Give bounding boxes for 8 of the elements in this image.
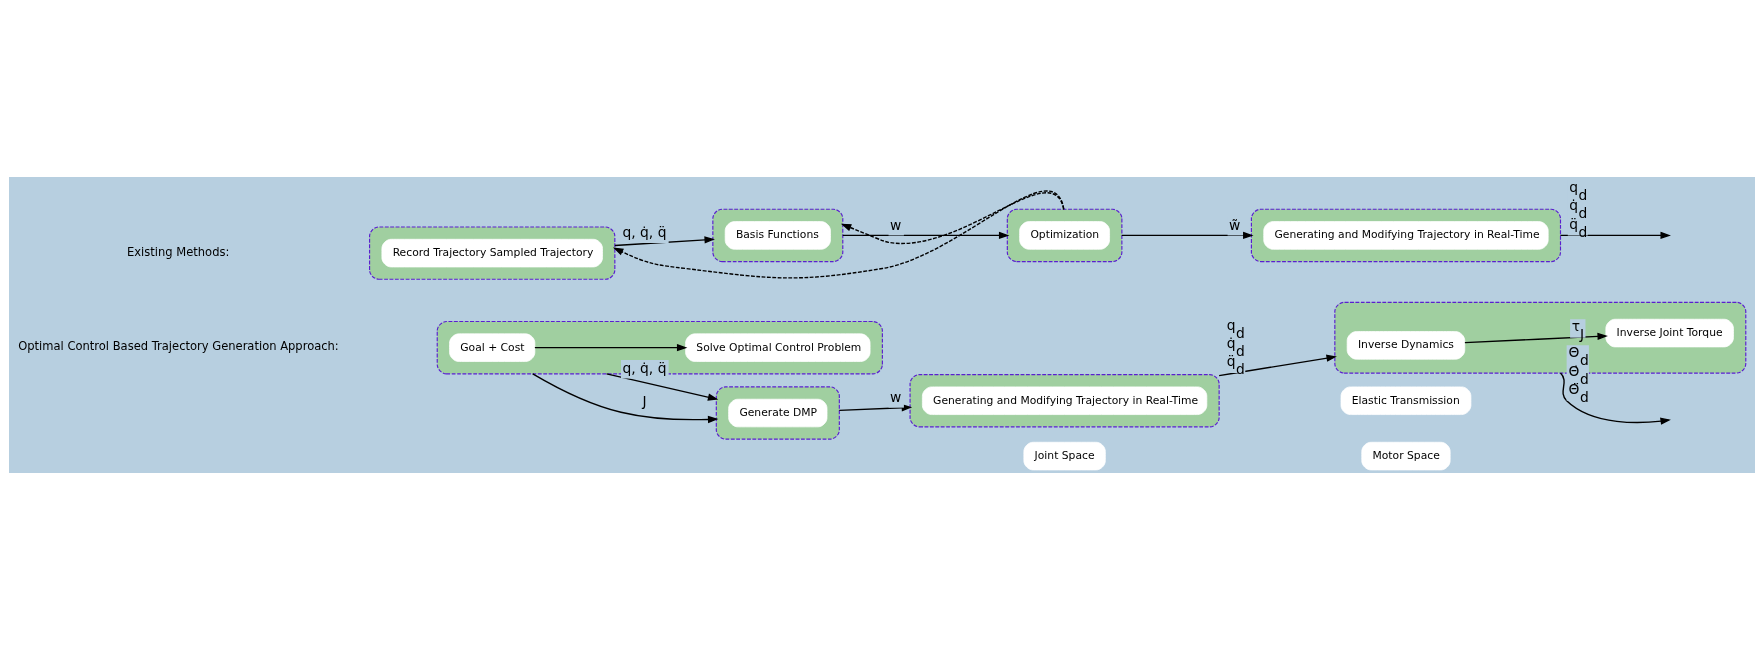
edge-label: q, q̇, q̈: [622, 359, 667, 376]
edge-label: J: [642, 392, 647, 409]
edge-label: q, q̇, q̈: [622, 223, 667, 240]
label: Optimal Control Based Trajectory Generation Approach:: [18, 338, 339, 353]
edge-label: w̃: [1229, 216, 1241, 233]
label: Existing Methods:: [127, 244, 230, 259]
edge-label: w: [890, 216, 902, 233]
edge-label: w: [890, 388, 902, 405]
